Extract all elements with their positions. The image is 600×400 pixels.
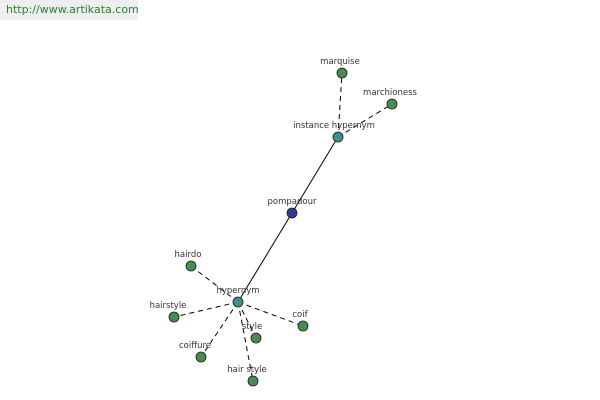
edge-hypernym-to-hairstyle: [173, 301, 239, 318]
node-hypernym[interactable]: hypernym: [216, 286, 260, 308]
source-url[interactable]: http://www.artikata.com: [0, 0, 138, 20]
edge-pompadour-to-instance-hypernym: [291, 136, 339, 214]
edge-hypernym-to-coif: [237, 301, 304, 327]
node-hairdo[interactable]: hairdo: [175, 250, 202, 272]
node-dot-style[interactable]: [250, 332, 262, 344]
node-label-coiffure: coiffure: [179, 341, 211, 351]
node-label-hair-style: hair style: [227, 365, 267, 375]
node-instance-hypernym[interactable]: instance hypernym: [293, 121, 375, 143]
node-marquise[interactable]: marquise: [320, 57, 360, 79]
node-label-pompadour: pompadour: [268, 197, 317, 207]
node-marchioness[interactable]: marchioness: [363, 88, 418, 110]
node-dot-marchioness[interactable]: [386, 98, 398, 110]
node-dot-hypernym[interactable]: [232, 296, 244, 308]
node-label-marquise: marquise: [320, 57, 360, 67]
node-coiffure[interactable]: coiffure: [179, 341, 211, 363]
node-label-hypernym: hypernym: [216, 286, 259, 296]
node-label-hairstyle: hairstyle: [150, 301, 187, 311]
node-dot-hairdo[interactable]: [185, 260, 197, 272]
edge-pompadour-to-hypernym: [237, 212, 293, 303]
node-dot-coiffure[interactable]: [195, 351, 207, 363]
node-pompadour[interactable]: pompadour: [268, 197, 317, 219]
node-hair-style[interactable]: hair style: [227, 365, 267, 387]
node-label-hairdo: hairdo: [175, 250, 202, 260]
node-label-style: style: [242, 322, 262, 332]
edge-hypernym-to-style: [237, 301, 257, 339]
edge-hypernym-to-hairdo: [190, 265, 239, 303]
edge-instance-hypernym-to-marchioness: [337, 103, 393, 138]
node-dot-hairstyle[interactable]: [168, 311, 180, 323]
node-dot-hair-style[interactable]: [247, 375, 259, 387]
edge-instance-hypernym-to-marquise: [337, 72, 343, 138]
node-label-coif: coif: [292, 310, 308, 320]
nodes-layer: pompadour instance hypernym hypernym marqui…: [150, 57, 418, 387]
node-dot-pompadour[interactable]: [286, 207, 298, 219]
node-label-marchioness: marchioness: [363, 88, 417, 98]
node-label-instance-hypernym: instance hypernym: [293, 121, 375, 131]
edges-layer: [173, 72, 393, 382]
node-dot-marquise[interactable]: [336, 67, 348, 79]
edge-hypernym-to-hair-style: [237, 301, 254, 382]
node-dot-instance-hypernym[interactable]: [332, 131, 344, 143]
node-dot-coif[interactable]: [297, 320, 309, 332]
node-style[interactable]: style: [242, 322, 262, 344]
edge-hypernym-to-coiffure: [200, 301, 239, 358]
node-hairstyle[interactable]: hairstyle: [150, 301, 187, 323]
node-coif[interactable]: coif: [292, 310, 309, 332]
